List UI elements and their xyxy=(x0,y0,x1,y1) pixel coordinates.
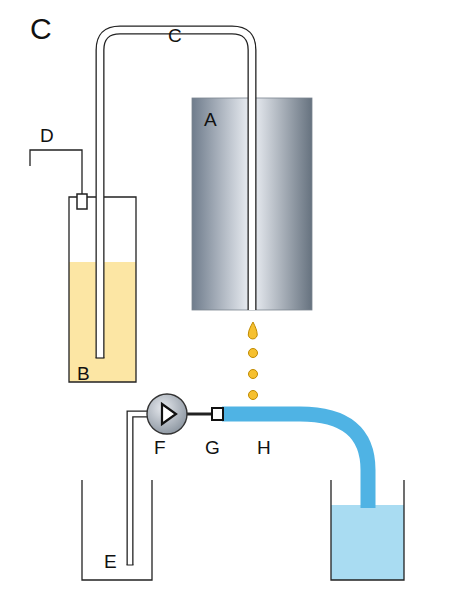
water xyxy=(331,505,404,580)
part-letter: G xyxy=(205,438,220,457)
pump-symbol xyxy=(162,404,176,424)
drops xyxy=(248,322,257,400)
part-letter: B xyxy=(77,364,90,383)
tube-end xyxy=(96,357,105,358)
drop xyxy=(249,370,258,379)
drop xyxy=(249,349,258,358)
drop xyxy=(248,322,257,339)
hose xyxy=(222,414,368,508)
pump-outlet xyxy=(186,413,213,416)
source-beaker xyxy=(82,480,152,580)
part-letter: E xyxy=(104,552,117,571)
tube-outline xyxy=(100,30,252,358)
part-letter: H xyxy=(257,438,271,457)
pump xyxy=(147,394,187,434)
tube-end xyxy=(127,565,134,566)
inlet-line xyxy=(30,150,82,194)
fitting xyxy=(77,194,87,209)
suction-tube xyxy=(130,414,150,565)
connector xyxy=(212,408,223,420)
part-letter: F xyxy=(154,438,166,457)
suction-tube-outline xyxy=(130,414,150,565)
drop xyxy=(249,391,258,400)
part-letter: C xyxy=(168,26,182,45)
tube xyxy=(100,30,252,358)
part-letter: A xyxy=(204,110,217,129)
part-letter: D xyxy=(40,126,54,145)
panel-letter: C xyxy=(30,14,52,44)
